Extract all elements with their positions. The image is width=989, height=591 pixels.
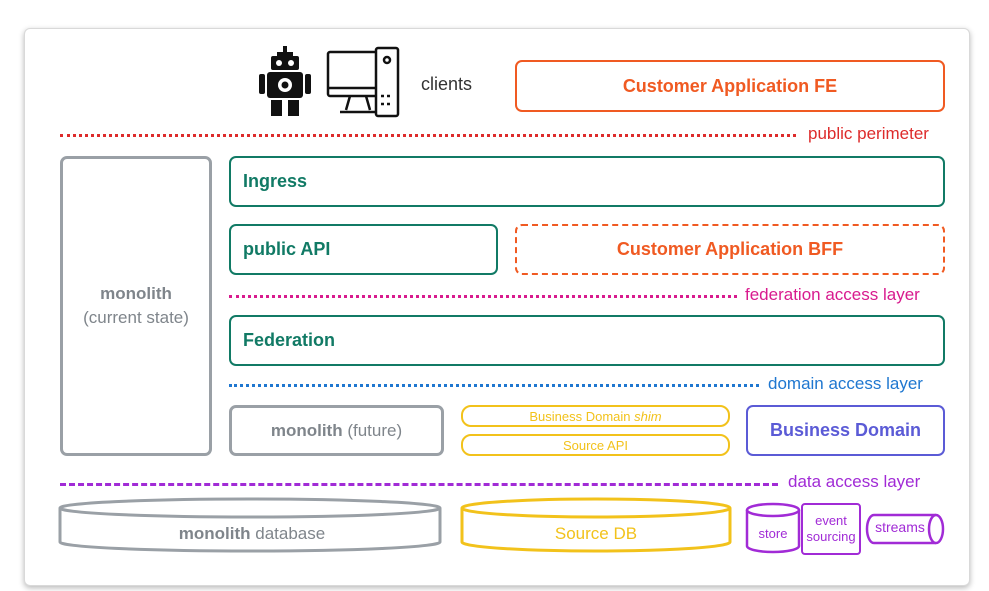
monolith-future-label: monolith — [270, 420, 343, 440]
source-db-cylinder[interactable] — [458, 496, 734, 558]
source-api-box[interactable]: Source API — [461, 434, 730, 456]
public-api-box[interactable]: public API — [229, 224, 498, 275]
robot-icon — [259, 46, 311, 116]
monolith-database-cylinder[interactable] — [56, 496, 448, 558]
monolith-current-label: monolith — [100, 284, 172, 303]
business-domain-box[interactable]: Business Domain — [746, 405, 945, 456]
streams-cylinder[interactable] — [864, 512, 948, 546]
public-perimeter-line — [60, 134, 796, 137]
domain-access-line — [229, 384, 759, 387]
event-sourcing-box[interactable]: event sourcing — [801, 503, 861, 555]
domain-access-label: domain access layer — [768, 374, 923, 393]
clients-label: clients — [421, 74, 473, 94]
monolith-database-label: monolith database — [178, 524, 326, 543]
federation-box[interactable]: Federation — [229, 315, 945, 366]
data-access-label: data access layer — [788, 472, 921, 491]
federation-label: Federation — [243, 330, 336, 350]
source-db-label: Source DB — [554, 524, 638, 543]
federation-access-line — [229, 295, 737, 298]
business-domain-label: Business Domain — [769, 420, 922, 440]
desktop-computer-icon — [326, 46, 400, 118]
monolith-future-box[interactable]: monolith (future) — [229, 405, 444, 456]
monolith-current-sub-label: (current state) — [83, 308, 189, 327]
ingress-box[interactable]: Ingress — [229, 156, 945, 207]
customer-application-fe-label: Customer Application FE — [622, 75, 838, 96]
business-domain-shim-label: Business Domain shim — [529, 408, 662, 424]
federation-access-label: federation access layer — [745, 285, 920, 304]
store-label: store — [758, 526, 788, 541]
business-domain-shim-box[interactable]: Business Domain shim — [461, 405, 730, 427]
source-api-label: Source API — [562, 437, 629, 453]
customer-application-fe-box[interactable]: Customer Application FE — [515, 60, 945, 112]
store-cylinder[interactable] — [744, 500, 802, 558]
diagram-card — [24, 28, 970, 586]
monolith-current-state-box[interactable]: monolith (current state) — [60, 156, 212, 456]
client-icons — [259, 46, 400, 118]
customer-application-bff-box[interactable]: Customer Application BFF — [515, 224, 945, 275]
public-perimeter-label: public perimeter — [808, 124, 929, 143]
customer-application-bff-label: Customer Application BFF — [616, 239, 844, 259]
event-sourcing-label: event sourcing — [806, 513, 856, 544]
ingress-label: Ingress — [243, 171, 308, 191]
streams-label: streams — [875, 519, 925, 535]
data-access-line — [60, 483, 778, 486]
public-api-label: public API — [243, 239, 331, 259]
monolith-future-sub-label: (future) — [347, 420, 403, 440]
